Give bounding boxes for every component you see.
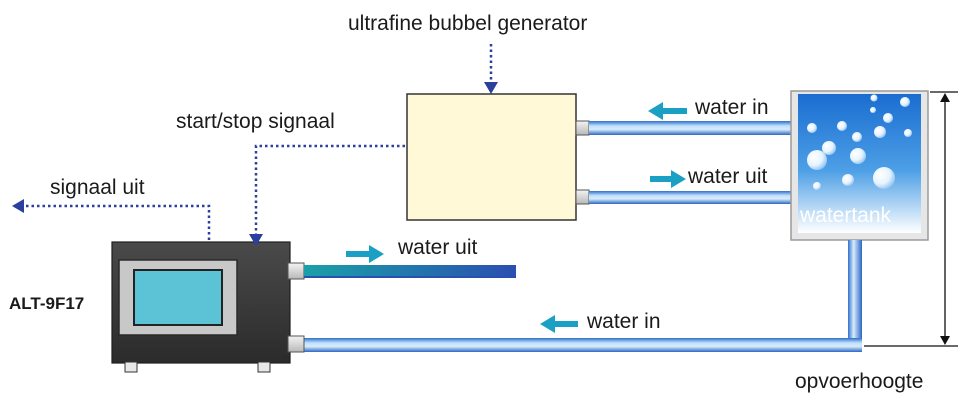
generator-signal-arrow bbox=[484, 44, 498, 94]
pipe-water-out-device bbox=[304, 265, 516, 277]
label-watertank: watertank bbox=[799, 204, 892, 227]
pipe-water-in-top bbox=[589, 121, 791, 135]
device-foot-right bbox=[257, 361, 271, 373]
pipe-water-out-top bbox=[589, 191, 791, 204]
signal-out-line bbox=[12, 199, 211, 240]
arrow-water-out-device bbox=[346, 245, 384, 263]
label-opvoerhoogte: opvoerhoogte bbox=[795, 370, 923, 393]
generator-title-label: ultrafine bubbel generator bbox=[348, 12, 587, 35]
pipe-water-in-bottom bbox=[304, 338, 862, 352]
generator-port-top bbox=[575, 120, 590, 136]
arrow-water-out-top bbox=[650, 170, 686, 188]
label-water-out-device: water uit bbox=[397, 236, 478, 259]
pipe-tank-down bbox=[848, 240, 862, 352]
label-water-in-bottom: water in bbox=[586, 310, 661, 333]
start-stop-signal-line bbox=[249, 144, 405, 246]
device-foot-left bbox=[124, 361, 138, 373]
label-water-out-top: water uit bbox=[687, 165, 768, 188]
generator-port-bottom bbox=[575, 189, 590, 205]
label-signal-out: signaal uit bbox=[50, 176, 145, 199]
generator-title-text: ultrafine bubbel generator bbox=[348, 12, 587, 35]
label-start-stop-signal: start/stop signaal bbox=[176, 110, 335, 133]
head-dimension bbox=[864, 91, 958, 347]
watertank: watertank bbox=[790, 90, 929, 241]
label-device-model: ALT-9F17 bbox=[9, 294, 84, 313]
bubble-generator-box bbox=[406, 93, 577, 221]
arrow-water-in-bottom bbox=[540, 315, 578, 333]
arrow-water-in-top bbox=[648, 102, 687, 120]
label-water-in-top: water in bbox=[694, 96, 769, 119]
device-port-top bbox=[287, 262, 305, 280]
device-screen bbox=[133, 269, 223, 326]
device-port-bottom bbox=[287, 335, 305, 353]
device-alt-9f17 bbox=[111, 241, 305, 373]
